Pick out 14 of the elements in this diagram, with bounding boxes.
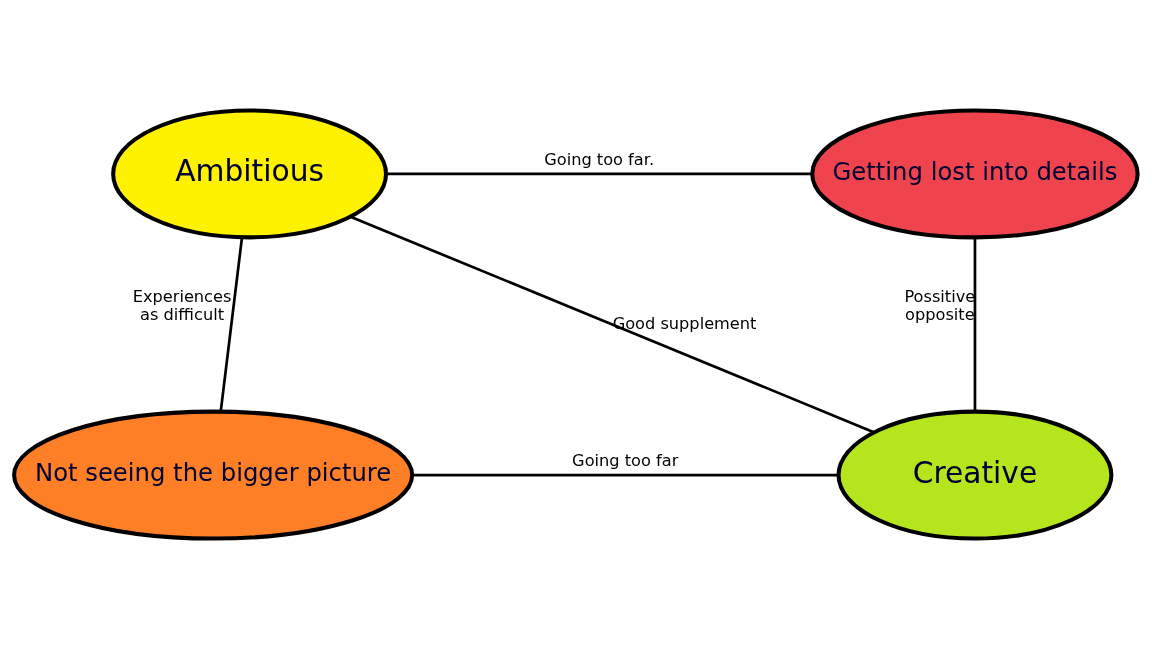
node-ellipse: Not seeing the bigger picture [12,409,415,541]
node-ellipse: Getting lost into details [810,107,1140,239]
connector [349,215,875,433]
edge-label: Going too far. [544,149,655,169]
node-ellipse: Creative [836,409,1114,541]
connector [219,236,244,412]
connector [973,236,977,412]
edge-label: Good supplement [612,313,757,333]
connector [386,172,812,175]
edge-label: Going too far [572,450,679,470]
edge-label: Experiences as difficult [132,286,232,324]
node-ellipse: Ambitious [111,107,389,239]
edge-label: Possitive opposite [904,286,976,324]
connector [412,473,839,476]
